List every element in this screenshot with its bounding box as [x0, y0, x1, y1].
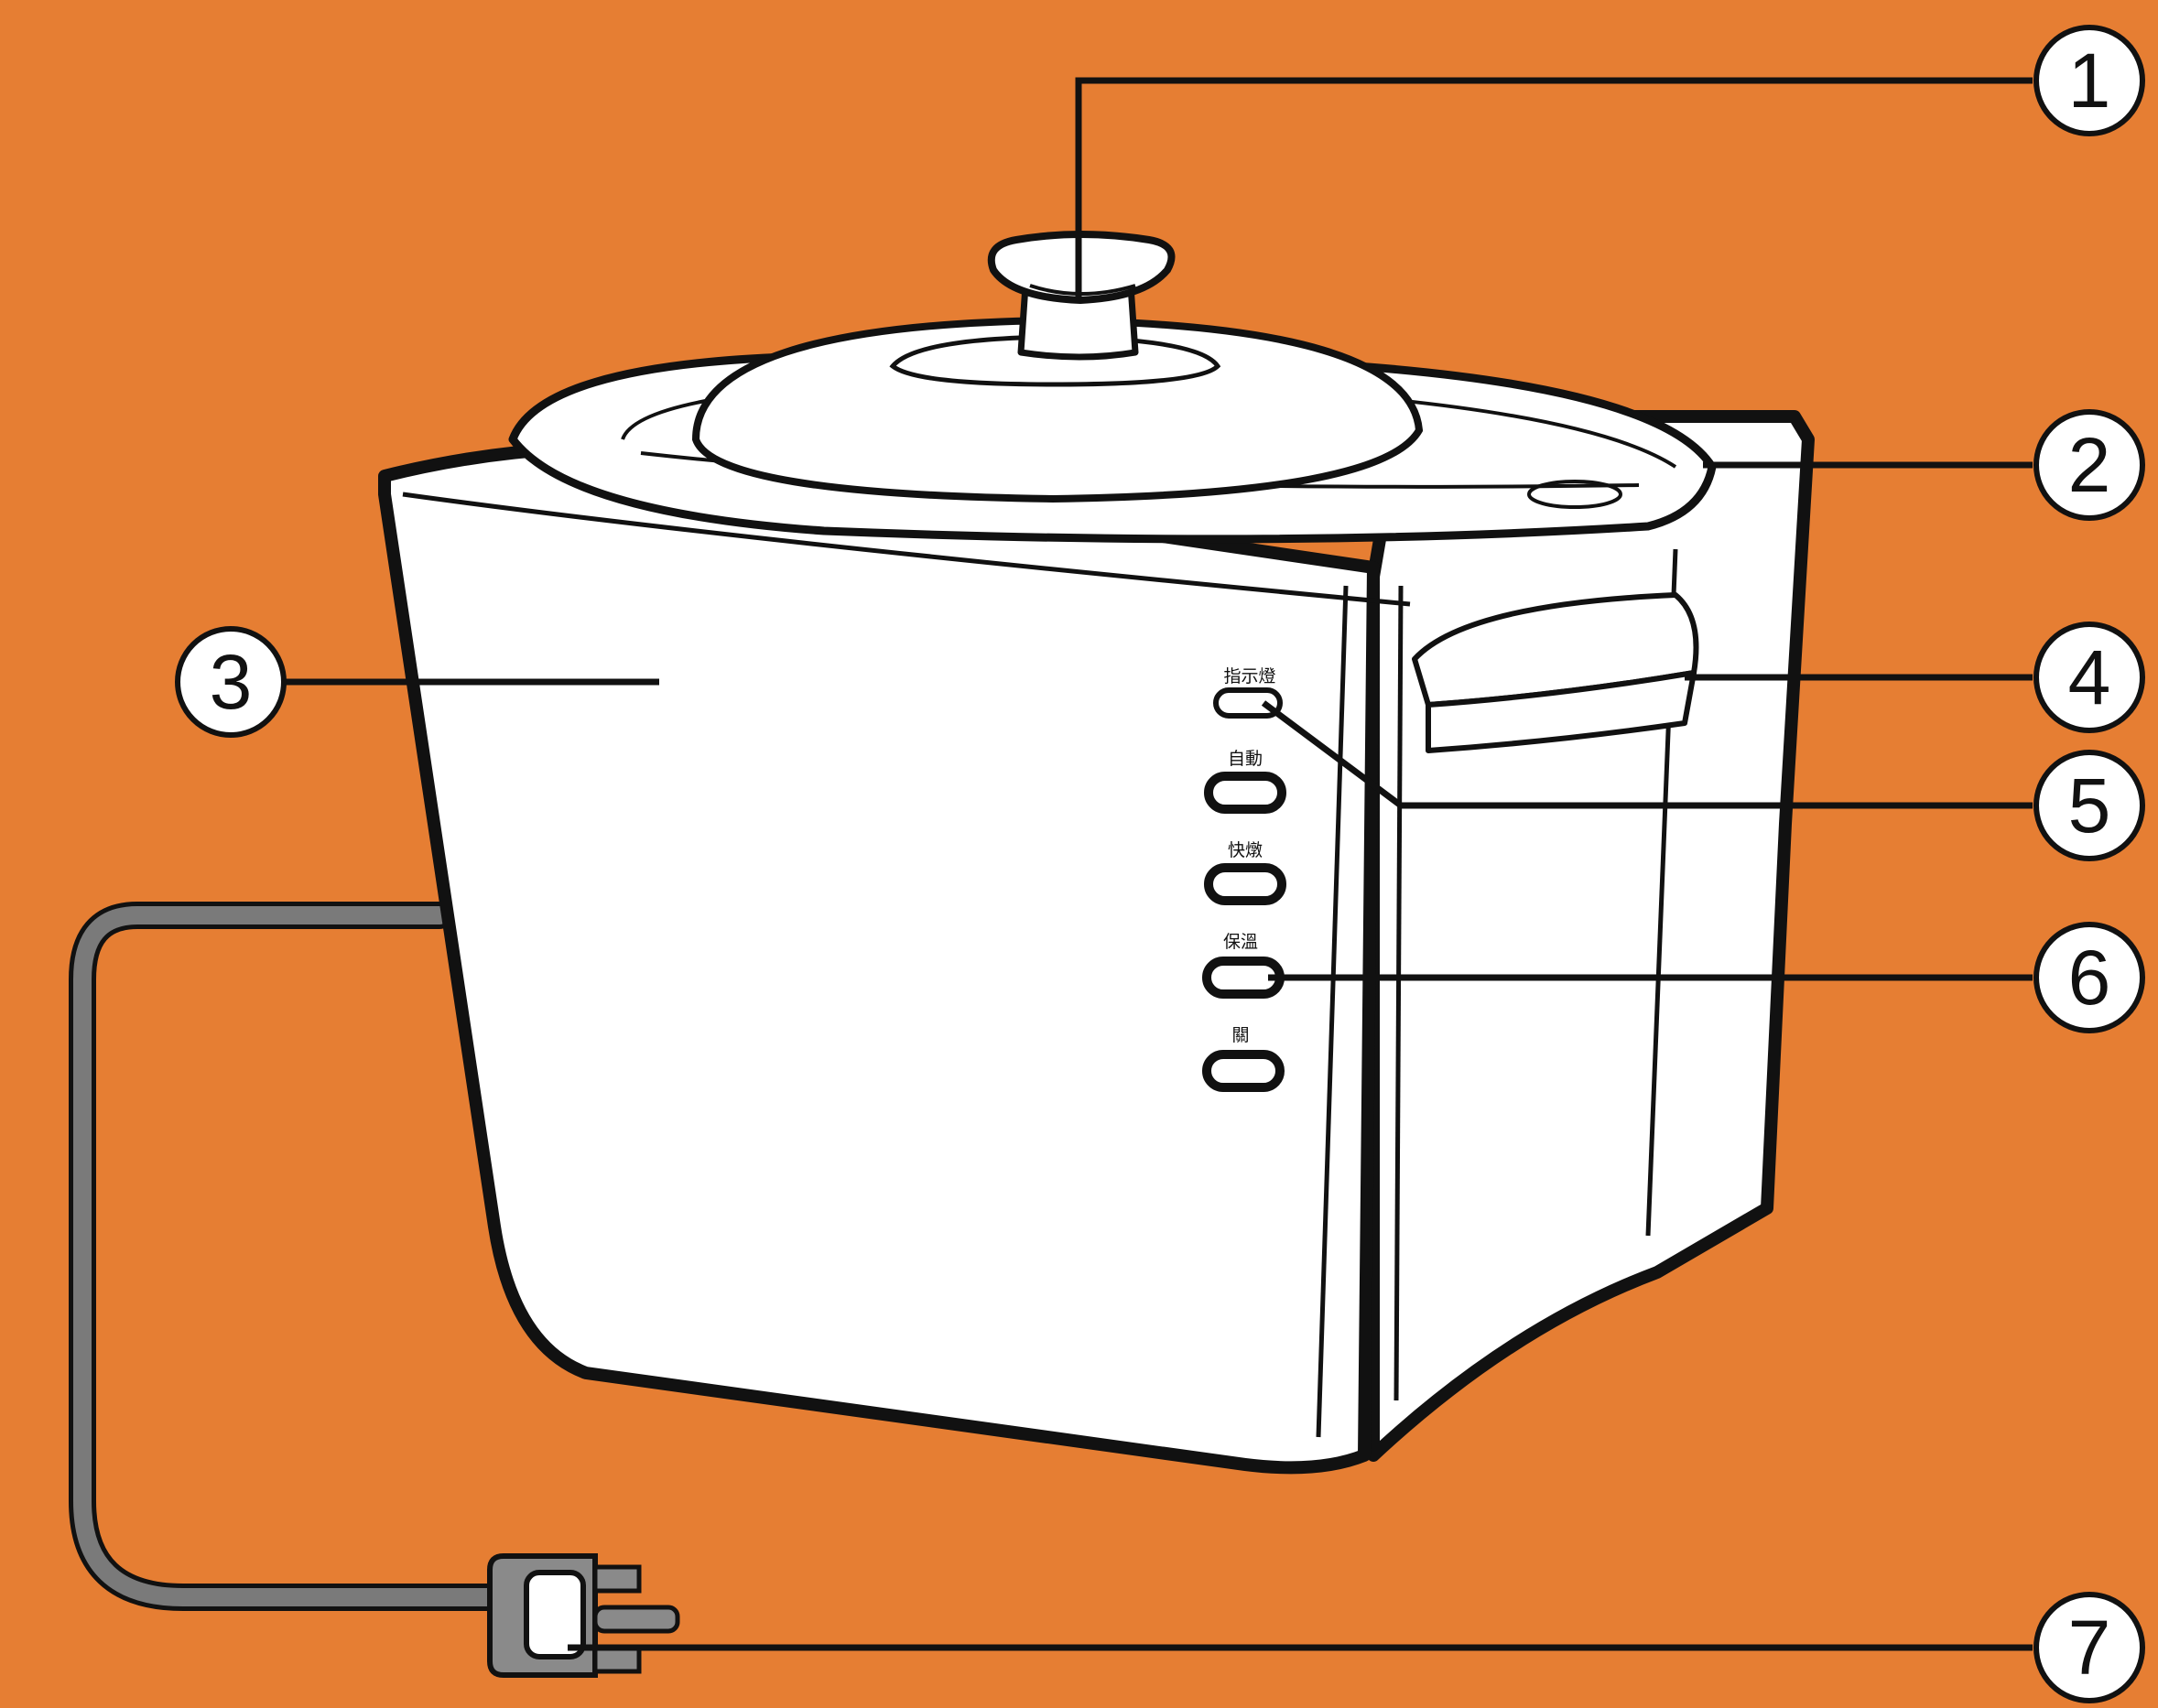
callout-marker-6: 6: [2036, 924, 2142, 1031]
off-label: 關: [1231, 1025, 1249, 1045]
svg-text:7: 7: [2068, 1605, 2111, 1691]
callout-marker-2: 2: [2036, 412, 2142, 518]
quick-stew-button[interactable]: [1209, 868, 1282, 901]
svg-text:2: 2: [2068, 422, 2111, 508]
callout-marker-4: 4: [2036, 624, 2142, 730]
auto-button[interactable]: [1209, 776, 1282, 809]
callout-marker-3: 3: [178, 629, 284, 735]
keep-warm-label: 保溫: [1223, 932, 1258, 952]
quick-stew-label: 快燉: [1228, 840, 1263, 860]
housing-side: [1373, 416, 1808, 1455]
callout-marker-5: 5: [2036, 752, 2142, 859]
callout-marker-7: 7: [2036, 1594, 2142, 1701]
auto-label: 自動: [1228, 749, 1263, 769]
power-cord: [82, 915, 513, 1597]
power-plug: [490, 1556, 678, 1675]
off-button[interactable]: [1207, 1054, 1280, 1087]
svg-text:1: 1: [2068, 38, 2111, 124]
callout-marker-1: 1: [2036, 27, 2142, 134]
svg-text:4: 4: [2068, 634, 2111, 720]
svg-text:3: 3: [210, 639, 253, 725]
svg-text:5: 5: [2068, 762, 2111, 849]
leader-line-1: [1079, 81, 2033, 302]
svg-text:6: 6: [2068, 935, 2111, 1021]
indicator-label: 指示燈: [1223, 666, 1275, 686]
